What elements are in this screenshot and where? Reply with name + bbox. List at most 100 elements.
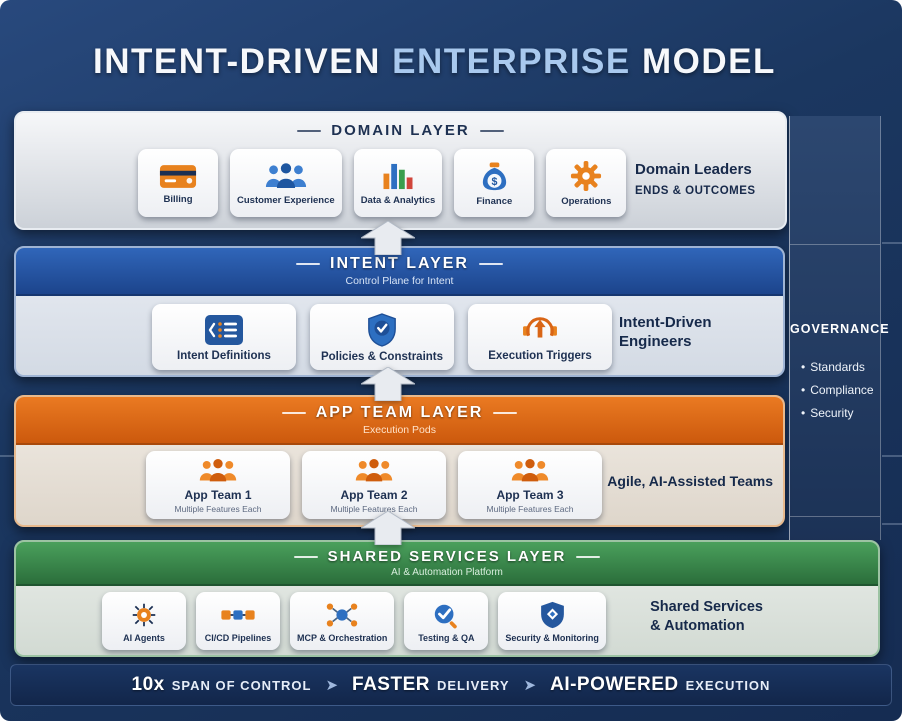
card-data-analytics: Data & Analytics: [353, 149, 443, 217]
governance-item-standards: •Standards: [801, 360, 865, 374]
card-label: Billing: [163, 193, 193, 205]
title-part-3: MODEL: [641, 42, 776, 81]
footer-item-ai-powered-execution: AI-POWERED EXECUTION: [550, 674, 771, 695]
money-bag-icon: $: [482, 161, 506, 190]
people-icon: [265, 162, 306, 188]
governance-list: •Standards •Compliance •Security: [801, 360, 874, 429]
domain-layer-heading: DOMAIN LAYER: [16, 122, 785, 139]
card-sublabel: Multiple Features Each: [486, 503, 574, 514]
arrow-right-icon: ➤: [325, 677, 339, 694]
up-arrow-shared-to-app: [361, 511, 415, 545]
card-label: App Team 3: [496, 487, 564, 502]
governance-panel: GOVERNANCE •Standards •Compliance •Secur…: [789, 116, 890, 540]
execution-trigger-icon: [523, 316, 557, 338]
governance-item-compliance: •Compliance: [801, 383, 874, 397]
card-sublabel: Multiple Features Each: [174, 503, 262, 514]
credit-card-icon: [159, 164, 197, 188]
card-intent-definitions: Intent Definitions: [152, 304, 296, 370]
card-cicd-pipelines: CI/CD Pipelines: [196, 592, 280, 650]
grid-tick: [882, 455, 902, 457]
domain-side-text: Domain Leaders ENDS & OUTCOMES: [635, 161, 773, 197]
card-operations: Operations: [546, 149, 627, 217]
governance-divider: [790, 244, 880, 245]
app-team-layer-subheading: Execution Pods: [363, 424, 436, 436]
intent-definitions-icon: [205, 314, 243, 345]
app-team-side-text: Agile, AI-Assisted Teams: [607, 473, 773, 489]
shared-services-layer-header: SHARED SERVICES LAYER AI & Automation Pl…: [16, 542, 878, 586]
card-label: Policies & Constraints: [320, 350, 444, 363]
page-title: INTENT-DRIVEN ENTERPRISE MODEL: [93, 42, 776, 82]
app-team-layer-heading: APP TEAM LAYER: [282, 404, 518, 422]
intent-layer-subheading: Control Plane for Intent: [345, 275, 454, 287]
svg-text:$: $: [491, 176, 497, 188]
card-app-team-2: App Team 2 Multiple Features Each: [302, 451, 446, 519]
card-execution-triggers: Execution Triggers: [468, 304, 612, 370]
arrow-right-icon: ➤: [523, 677, 537, 694]
footer-banner: 10x SPAN OF CONTROL ➤ FASTER DELIVERY ➤ …: [10, 664, 892, 706]
domain-side-line2: ENDS & OUTCOMES: [635, 185, 756, 197]
card-finance: $ Finance: [454, 149, 535, 217]
card-billing: Billing: [138, 149, 218, 217]
domain-layer-panel: DOMAIN LAYER Billing Customer Experience: [14, 111, 787, 230]
card-ai-agents: AI Agents: [102, 592, 186, 650]
footer-item-span-of-control: 10x SPAN OF CONTROL: [131, 674, 312, 695]
grid-tick: [0, 455, 14, 457]
shared-services-side-text: Shared Services & Automation: [650, 598, 763, 636]
title-part-1: INTENT-DRIVEN: [93, 42, 381, 81]
card-label: Operations: [561, 196, 612, 207]
card-policies-constraints: Policies & Constraints: [310, 304, 454, 370]
card-label: App Team 1: [184, 487, 252, 502]
card-security-monitoring: Security & Monitoring: [498, 592, 606, 650]
card-label: App Team 2: [340, 487, 408, 502]
card-label: Data & Analytics: [360, 194, 436, 206]
intent-cards-row: Intent Definitions Policies & Constraint…: [152, 304, 612, 370]
card-app-team-1: App Team 1 Multiple Features Each: [146, 451, 290, 519]
card-label: MCP & Orchestration: [297, 632, 388, 643]
app-team-layer-header: APP TEAM LAYER Execution Pods: [16, 397, 783, 445]
grid-tick: [882, 242, 902, 244]
bar-chart-icon: [383, 163, 413, 189]
card-testing-qa: Testing & QA: [404, 592, 489, 650]
domain-side-line1: Domain Leaders: [635, 161, 752, 178]
title-part-2: ENTERPRISE: [392, 42, 631, 81]
card-label: Customer Experience: [237, 194, 335, 206]
card-label: Security & Monitoring: [505, 632, 599, 643]
orchestration-icon: [326, 602, 358, 627]
domain-cards-row: Billing Customer Experience Data & Analy…: [138, 149, 627, 217]
card-customer-experience: Customer Experience: [230, 149, 342, 217]
team-icon: [511, 458, 549, 481]
shared-services-cards-row: AI Agents CI/CD Pipelines: [102, 592, 606, 650]
card-mcp-orchestration: MCP & Orchestration: [290, 592, 395, 650]
card-label: Testing & QA: [418, 632, 475, 643]
team-icon: [355, 458, 393, 481]
grid-tick: [882, 523, 902, 525]
shared-side-line1: Shared Services: [650, 599, 763, 615]
governance-heading: GOVERNANCE: [790, 322, 890, 336]
shared-services-layer-subheading: AI & Automation Platform: [391, 567, 503, 578]
pipeline-icon: [221, 609, 255, 620]
card-sublabel: Multiple Features Each: [330, 503, 418, 514]
governance-divider: [790, 516, 880, 517]
card-label: AI Agents: [123, 632, 165, 643]
intent-layer-heading: INTENT LAYER: [296, 255, 503, 273]
up-arrow-intent-to-domain: [361, 221, 415, 255]
intent-layer-panel: INTENT LAYER Control Plane for Intent In…: [14, 246, 785, 377]
card-label: Finance: [476, 195, 513, 207]
card-label: Execution Triggers: [488, 349, 592, 362]
ai-agent-icon: [132, 603, 156, 626]
intent-side-text: Intent-Driven Engineers: [619, 314, 712, 350]
app-team-cards-row: App Team 1 Multiple Features Each App Te…: [146, 451, 602, 519]
footer-item-faster-delivery: FASTER DELIVERY: [352, 674, 510, 695]
testing-icon: [435, 604, 458, 628]
intent-layer-header: INTENT LAYER Control Plane for Intent: [16, 248, 783, 296]
card-label: Intent Definitions: [177, 349, 271, 362]
gear-icon: [571, 160, 602, 192]
security-shield-icon: [540, 601, 564, 628]
card-label: CI/CD Pipelines: [204, 632, 272, 643]
shield-check-icon: [368, 312, 396, 347]
governance-item-security: •Security: [801, 406, 854, 420]
shared-side-line2: & Automation: [650, 617, 745, 634]
app-team-layer-panel: APP TEAM LAYER Execution Pods App Team 1…: [14, 395, 785, 527]
shared-services-layer-heading: SHARED SERVICES LAYER: [294, 548, 601, 565]
